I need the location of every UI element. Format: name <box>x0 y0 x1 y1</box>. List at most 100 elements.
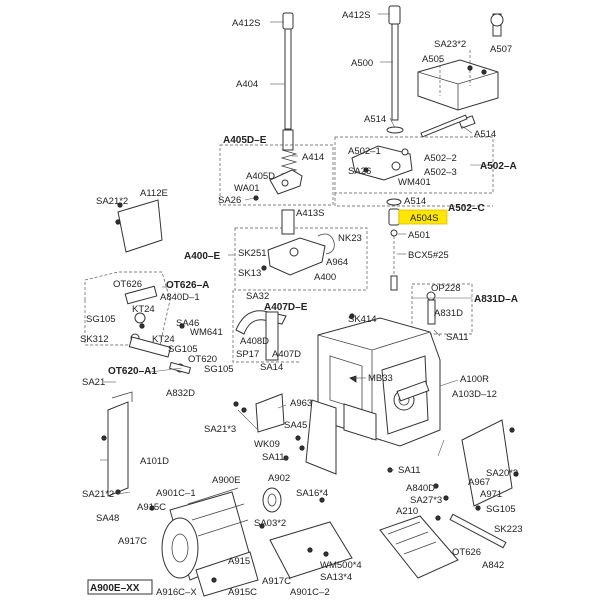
label-a408d: A408D <box>240 336 269 347</box>
label-a210: A210 <box>396 506 418 517</box>
label-a514-c: A514 <box>404 196 426 207</box>
label-a915c-b: A915C <box>228 587 257 598</box>
label-sa11-a: SA11 <box>446 332 469 343</box>
label-box-a900e-xx <box>87 579 153 595</box>
label-nk23: NK23 <box>338 233 362 244</box>
label-sp17: SP17 <box>236 349 259 360</box>
box-a400-e <box>234 227 368 291</box>
label-a502-2: A502–2 <box>424 153 457 164</box>
box-ot626-a <box>84 271 171 346</box>
label-sa48: SA48 <box>96 513 119 524</box>
pulley-a902 <box>262 487 282 513</box>
label-sk251: SK251 <box>238 248 267 259</box>
label-a112e: A112E <box>140 188 168 199</box>
assembly-ot626 <box>124 285 158 343</box>
label-sg105-c: SG105 <box>204 364 234 375</box>
label-a900e: A900E <box>212 475 241 486</box>
label-a842: A842 <box>482 560 504 571</box>
bracket-a915 <box>195 551 259 597</box>
label-a900e-xx: A900E–XX <box>90 583 140 594</box>
label-sa26-right: SA26 <box>348 166 371 177</box>
label-a412s-right: A412S <box>342 10 371 21</box>
label-a917c-b: A917C <box>262 576 291 587</box>
label-sg105-b: SG105 <box>168 344 198 355</box>
label-a501: A501 <box>408 230 430 241</box>
label-a902: A902 <box>268 473 290 484</box>
label-a405d: A405D <box>246 171 275 182</box>
label-a901c-2: A901C–2 <box>290 587 330 598</box>
label-a413s: A413S <box>296 208 325 219</box>
label-wk09: WK09 <box>254 439 280 450</box>
box-a407d-e <box>232 290 300 363</box>
label-a405d-e: A405D–E <box>223 135 267 146</box>
label-sk13: SK13 <box>238 268 261 279</box>
label-a901c-1: A901C–1 <box>156 488 196 499</box>
label-sa45: SA45 <box>284 420 307 431</box>
label-sa26-left: SA26 <box>218 195 241 206</box>
label-a500: A500 <box>351 58 373 69</box>
main-housing <box>305 317 441 475</box>
label-sg105-d: SG105 <box>486 504 516 515</box>
label-ot620-a1: OT620–A1 <box>108 366 157 377</box>
label-a915c: A915C <box>137 502 166 513</box>
label-sk414: SK414 <box>348 314 377 325</box>
label-a963: A963 <box>290 398 312 409</box>
part-labels: A412S A412S A507 SA23*2 A505 A404 A500 A… <box>80 10 523 598</box>
label-ot626-a: OT626–A <box>166 280 209 291</box>
assembly-a405d <box>269 169 303 195</box>
label-sa21-2b: SA21*2 <box>82 489 114 500</box>
label-sa03-2: SA03*2 <box>254 518 286 529</box>
label-sa14: SA14 <box>260 362 283 373</box>
label-a502-1: A502–1 <box>348 146 381 157</box>
label-a502-c: A502–C <box>448 203 485 214</box>
plate-a103d <box>461 419 513 507</box>
label-kt24-a: KT24 <box>132 304 155 315</box>
label-a407d: A407D <box>272 349 301 360</box>
label-ot626-right: OT626 <box>452 547 481 558</box>
label-a915: A915 <box>228 556 250 567</box>
label-a400: A400 <box>314 272 336 283</box>
box-a405d-e <box>219 144 334 206</box>
label-sa11-b: SA11 <box>262 452 285 463</box>
plate-a101d <box>107 401 129 497</box>
label-a414: A414 <box>302 152 324 163</box>
label-a832d: A832D <box>166 388 195 399</box>
label-wa01: WA01 <box>234 183 260 194</box>
label-a502-3: A502–3 <box>424 167 457 178</box>
link-a407d <box>235 310 287 361</box>
screws <box>101 65 519 583</box>
label-sa32: SA32 <box>246 291 269 302</box>
label-sa23-2: SA23*2 <box>434 39 466 50</box>
label-a505: A505 <box>422 54 444 65</box>
label-a101d: A101D <box>140 456 169 467</box>
label-a514-a: A514 <box>364 114 386 125</box>
shaft-a500 <box>386 5 404 134</box>
label-a971: A971 <box>480 489 502 500</box>
highlight-a504s <box>398 209 448 225</box>
label-a840d-1: A840D–1 <box>160 292 200 303</box>
label-a412s-left: A412S <box>232 18 261 29</box>
label-sa13-4: SA13*4 <box>320 572 352 583</box>
label-sa11-c: SA11 <box>398 465 421 476</box>
label-a967: A967 <box>468 477 490 488</box>
label-a504s: A504S <box>410 213 439 224</box>
bracket-a400 <box>267 209 335 276</box>
label-sa46: SA46 <box>176 318 199 329</box>
label-a917c-a: A917C <box>118 536 147 547</box>
label-a964: A964 <box>326 257 348 268</box>
label-kt24-b: KT24 <box>152 334 175 345</box>
label-a840d: A840D <box>406 483 435 494</box>
label-a831d-a: A831D–A <box>474 294 518 305</box>
label-sa20-3: SA20*3 <box>486 468 518 479</box>
label-a100r: A100R <box>460 374 489 385</box>
label-bcx5-25: BCX5#25 <box>408 250 449 261</box>
label-ot626-left: OT626 <box>113 279 142 290</box>
box-a831d-a <box>411 283 473 335</box>
plate-a112e <box>117 199 163 253</box>
label-a502-a: A502–A <box>480 161 517 172</box>
label-wm641: WM641 <box>190 327 223 338</box>
pedal-a210 <box>379 515 459 579</box>
label-sa16-4: SA16*4 <box>296 488 328 499</box>
